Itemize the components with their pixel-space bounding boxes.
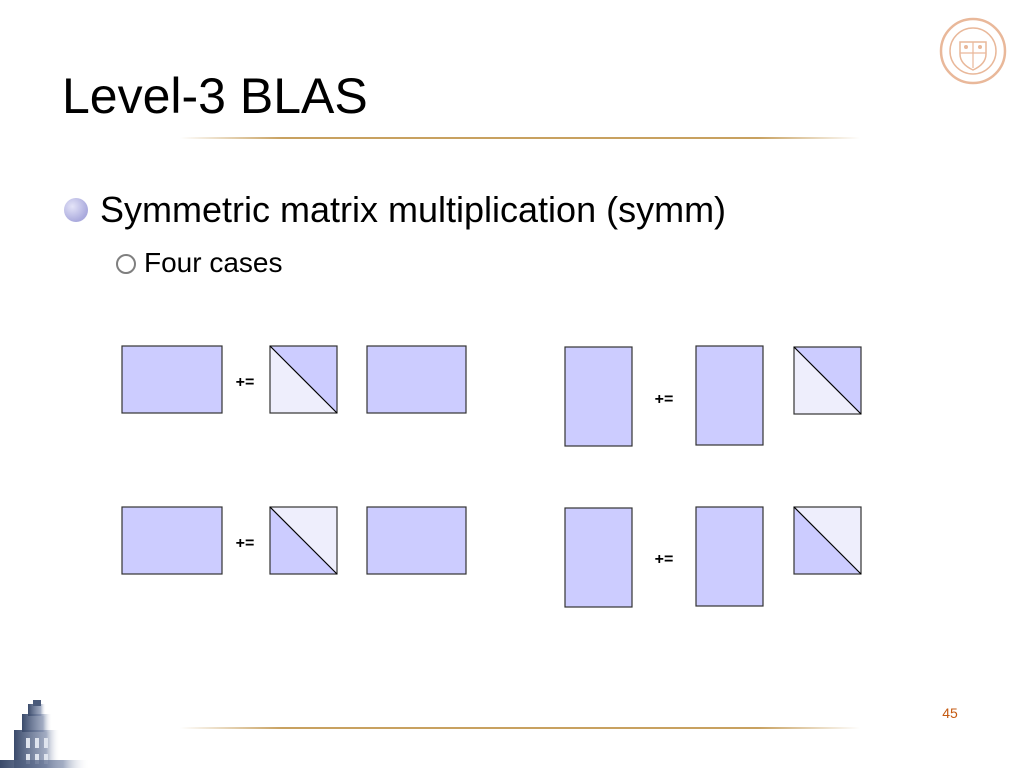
symmetric-matrix-diagonal: [269, 345, 338, 414]
result-matrix: [564, 507, 633, 608]
operator-label: +=: [655, 391, 674, 408]
footer-divider: [180, 727, 860, 729]
filled-circle-bullet-icon: [64, 198, 88, 222]
page-number: 45: [942, 705, 958, 721]
operand-matrix: [695, 345, 764, 446]
symmetric-matrix-diagonal: [793, 346, 862, 415]
symmetric-matrix-diagonal: [269, 506, 338, 575]
case-3: +=: [121, 506, 467, 575]
operator-label: +=: [236, 535, 255, 552]
symmetric-matrix-diagonal: [793, 506, 862, 575]
case-1: +=: [121, 345, 467, 414]
sub-bullet-item: Four cases: [116, 246, 283, 280]
case-2: +=: [564, 345, 862, 447]
tower-icon: [0, 700, 90, 768]
operator-label: +=: [236, 374, 255, 391]
operand-matrix: [366, 345, 467, 414]
operand-matrix: [366, 506, 467, 575]
bullet-item: Symmetric matrix multiplication (symm): [64, 188, 726, 232]
bullet-text: Symmetric matrix multiplication (symm): [100, 189, 727, 230]
slide-title: Level-3 BLAS: [62, 68, 368, 124]
operator-label: +=: [655, 551, 674, 568]
result-matrix: [121, 345, 223, 414]
symmetric-matrix: [793, 506, 862, 575]
case-4: +=: [564, 506, 862, 608]
hollow-circle-bullet-icon: [116, 254, 136, 274]
title-divider: [180, 137, 860, 139]
result-matrix: [121, 506, 223, 575]
result-matrix: [564, 346, 633, 447]
symmetric-matrix: [269, 345, 338, 414]
university-seal-icon: [939, 17, 1007, 85]
operand-matrix: [695, 506, 764, 607]
symmetric-matrix: [269, 506, 338, 575]
symmetric-matrix: [793, 346, 862, 415]
sub-bullet-text: Four cases: [144, 247, 283, 278]
